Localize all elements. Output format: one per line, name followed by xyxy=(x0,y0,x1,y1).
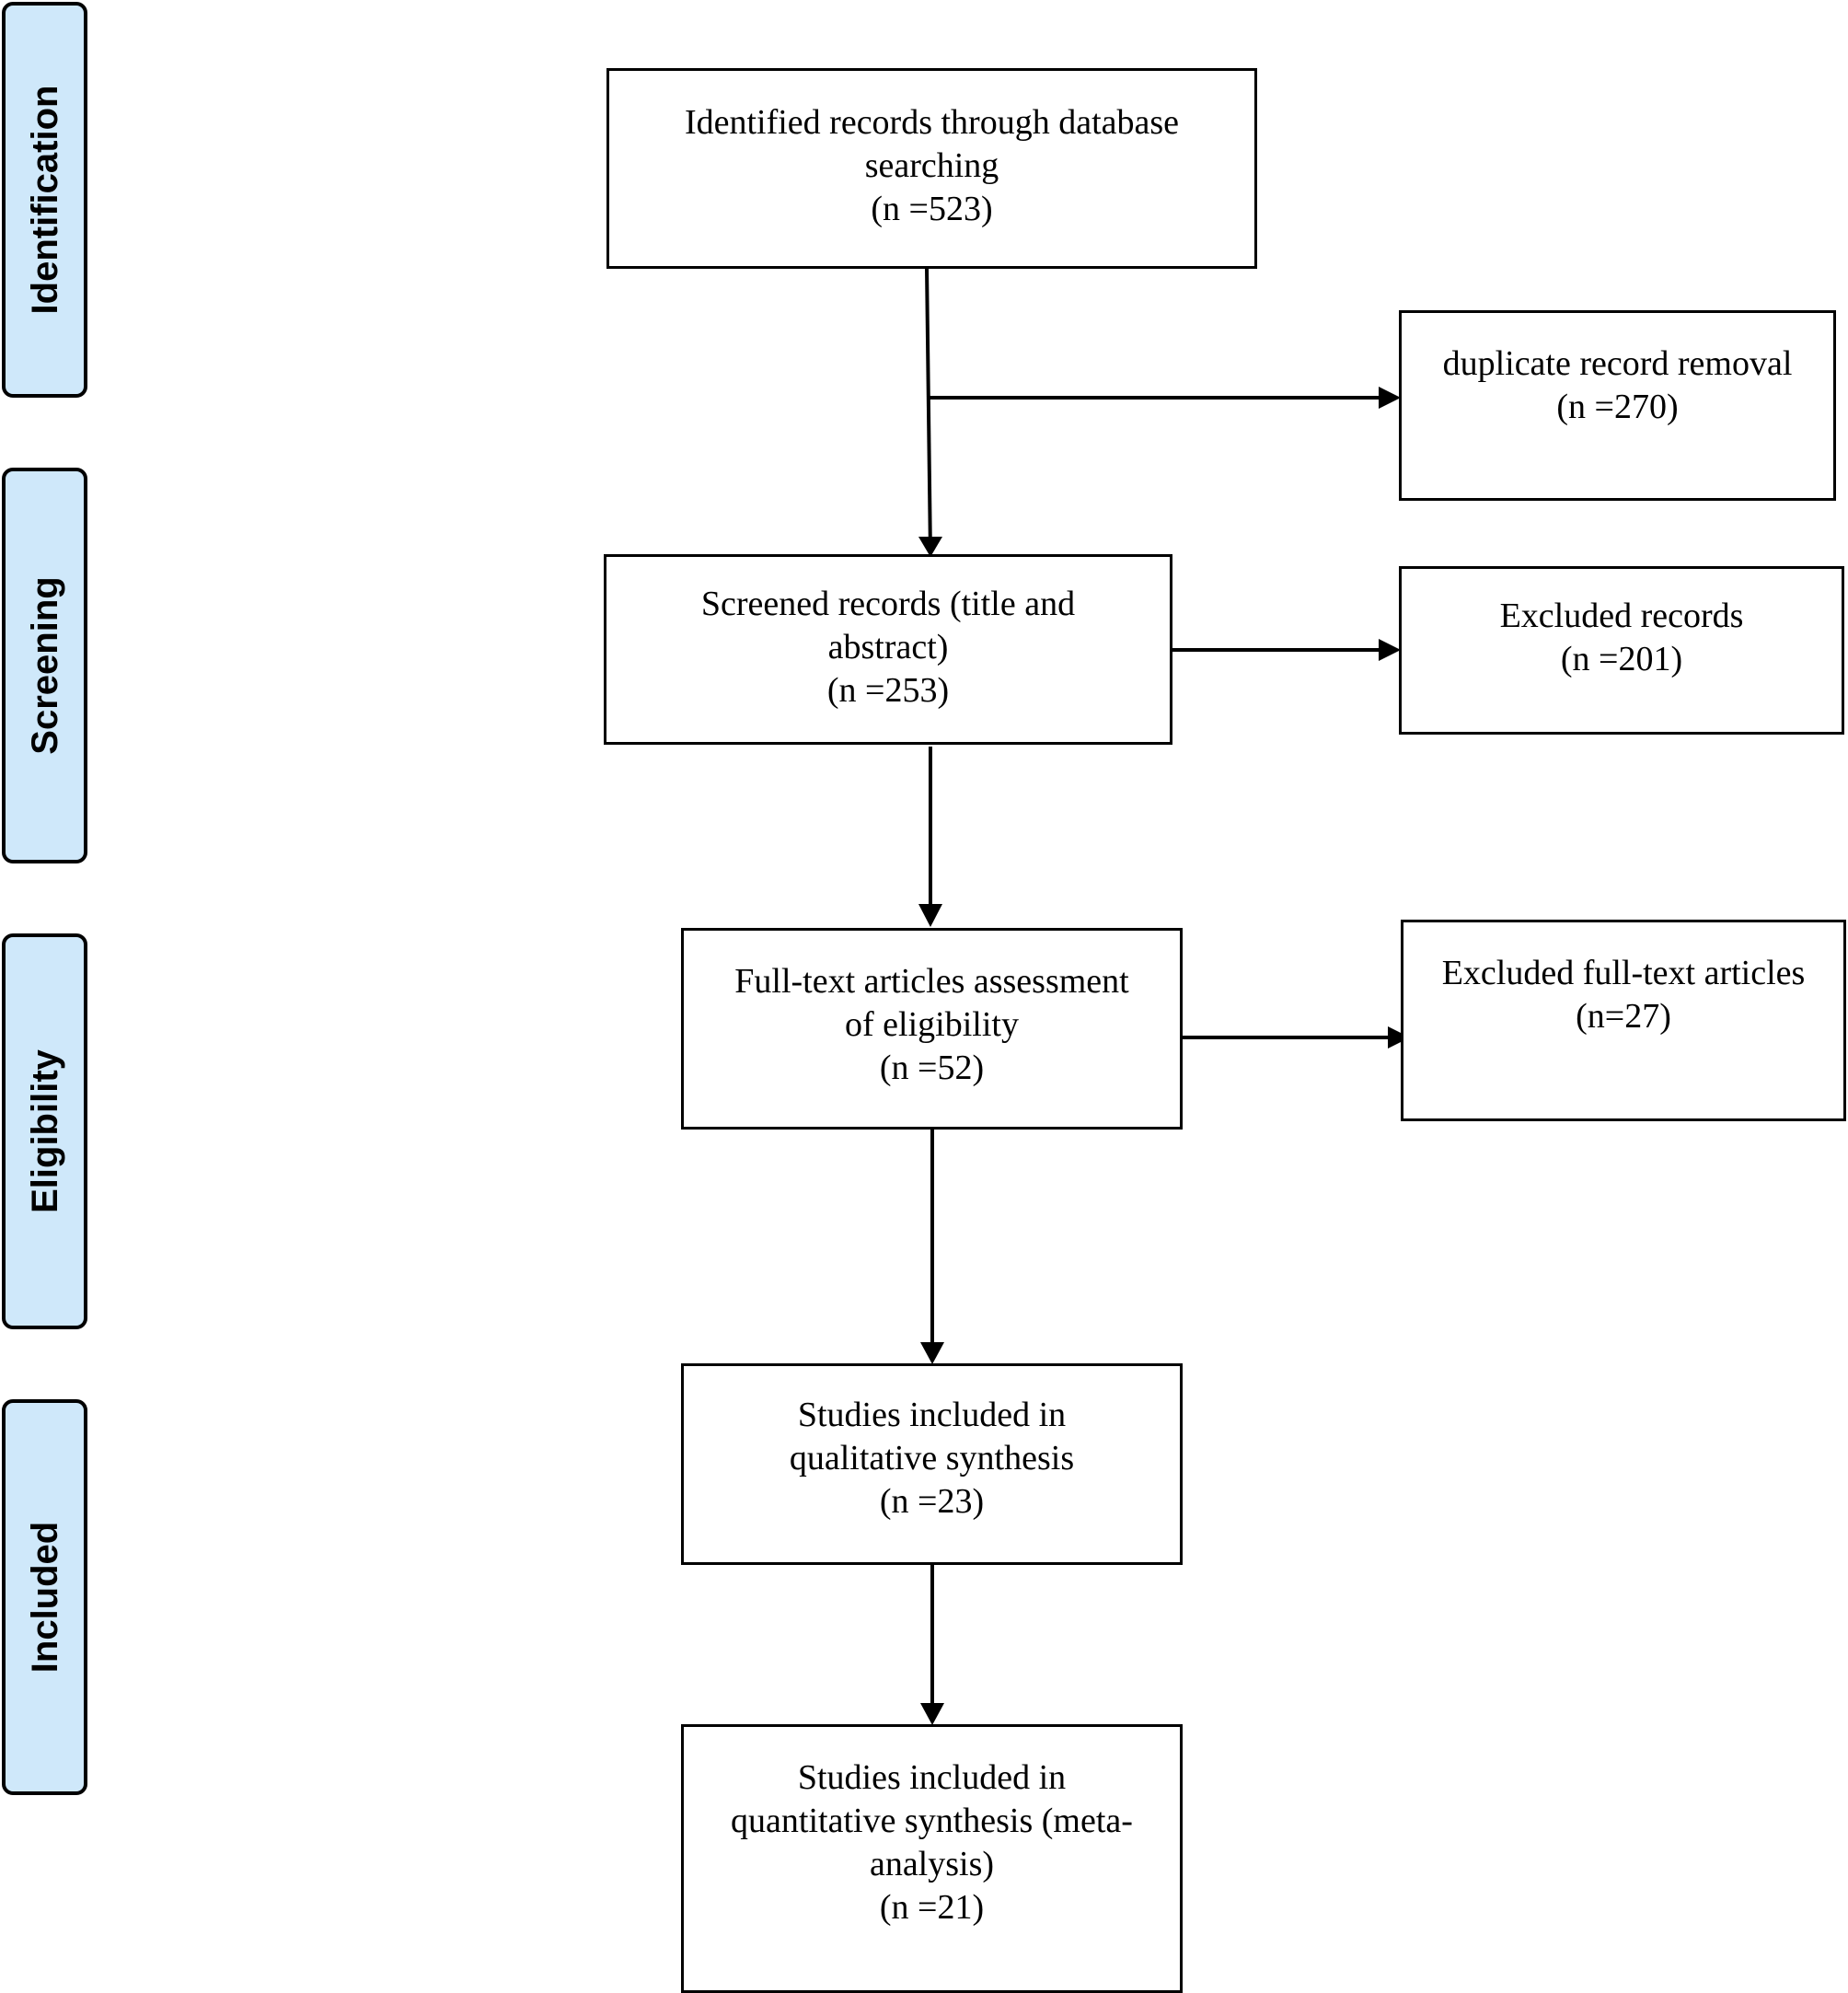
identified-records-box: Identified records through database sear… xyxy=(606,68,1257,269)
duplicate-removal-box: duplicate record removal (n =270) xyxy=(1399,310,1836,501)
duplicate-removal-label: duplicate record removal xyxy=(1442,344,1793,383)
quantitative-synthesis-box: Studies included in quantitative synthes… xyxy=(681,1724,1183,1993)
screened-records-line1: Screened records (title and xyxy=(700,585,1076,623)
full-text-assessment-count: (n =52) xyxy=(879,1049,985,1087)
arrowhead-excluded-fulltext xyxy=(1388,1026,1410,1049)
screened-records-line2: abstract) xyxy=(827,628,949,666)
screened-records-count: (n =253) xyxy=(826,671,950,710)
identified-records-line2: searching xyxy=(864,146,999,185)
identified-records-line1: Identified records through database xyxy=(684,103,1180,142)
excluded-records-label: Excluded records xyxy=(1499,597,1744,635)
duplicate-removal-count: (n =270) xyxy=(1556,388,1679,426)
excluded-records-box: Excluded records (n =201) xyxy=(1399,566,1844,735)
quantitative-synthesis-line2: quantitative synthesis (meta- xyxy=(731,1802,1133,1840)
arrowhead-excluded-records xyxy=(1379,639,1401,661)
stage-screening: Screening xyxy=(2,468,87,863)
identified-records-count: (n =523) xyxy=(871,190,993,228)
arrowhead-qualitative xyxy=(920,1342,944,1364)
arrow-identified-to-screened xyxy=(925,267,932,556)
qualitative-synthesis-line2: qualitative synthesis xyxy=(789,1439,1075,1477)
stage-eligibility: Eligibility xyxy=(2,933,87,1329)
excluded-full-text-box: Excluded full-text articles (n=27) xyxy=(1401,920,1846,1121)
qualitative-synthesis-count: (n =23) xyxy=(879,1482,985,1521)
excluded-full-text-count: (n=27) xyxy=(1576,997,1671,1036)
arrowhead-screened xyxy=(918,537,942,557)
quantitative-synthesis-line3: analysis) xyxy=(869,1845,995,1883)
qualitative-synthesis-box: Studies included in qualitative synthesi… xyxy=(681,1363,1183,1565)
arrowhead-duplicates xyxy=(1379,387,1401,409)
arrowhead-quantitative xyxy=(920,1703,944,1725)
quantitative-synthesis-line1: Studies included in xyxy=(797,1758,1067,1797)
excluded-records-count: (n =201) xyxy=(1560,640,1683,678)
full-text-assessment-box: Full-text articles assessment of eligibi… xyxy=(681,928,1183,1130)
excluded-full-text-label: Excluded full-text articles xyxy=(1441,954,1806,992)
qualitative-synthesis-line1: Studies included in xyxy=(797,1396,1067,1434)
full-text-assessment-line1: Full-text articles assessment xyxy=(734,962,1129,1001)
quantitative-synthesis-count: (n =21) xyxy=(879,1888,985,1927)
stage-identification: Identification xyxy=(2,2,87,398)
arrowhead-fulltext xyxy=(918,904,942,927)
stage-included: Included xyxy=(2,1399,87,1795)
screened-records-box: Screened records (title and abstract) (n… xyxy=(604,554,1172,745)
full-text-assessment-line2: of eligibility xyxy=(845,1005,1019,1044)
